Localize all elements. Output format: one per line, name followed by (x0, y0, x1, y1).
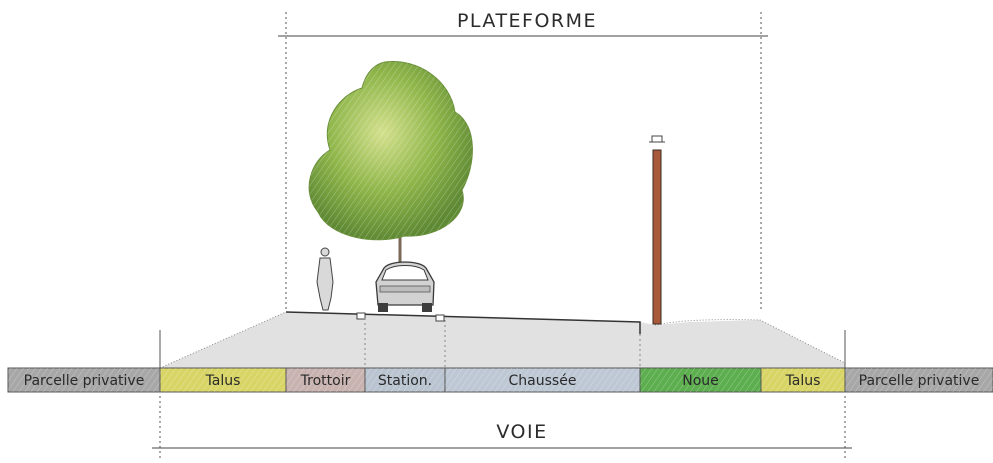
voie-dimension: VOIE (152, 396, 852, 460)
segment-4-texture (365, 368, 445, 392)
segment-1-label: Parcelle privative (24, 373, 145, 389)
segment-3-label: Trottoir (300, 373, 351, 389)
segment-4-label: Station. (378, 373, 432, 389)
segment-2-texture (160, 368, 286, 392)
segment-2-label: Talus (205, 373, 241, 389)
segment-3-texture (286, 368, 365, 392)
segment-1-texture (8, 368, 160, 392)
pedestrian-figure (316, 247, 334, 311)
segment-8-texture (845, 368, 993, 392)
curb (435, 314, 445, 322)
segment-band: Parcelle privative Talus Trottoir Station. C… (7, 367, 993, 393)
voie-label: VOIE (496, 421, 547, 443)
tree-illustration (308, 61, 473, 262)
segment-5-label: Chaussée (509, 373, 577, 389)
segment-7-texture (761, 368, 845, 392)
lamp-post (649, 135, 665, 325)
segment-5-texture (445, 368, 640, 392)
plateforme-label: PLATEFORME (457, 10, 597, 32)
segment-6-label: Noue (682, 373, 719, 389)
curb (356, 312, 366, 320)
segment-6-texture (640, 368, 761, 392)
segment-7-label: Talus (785, 373, 821, 389)
segment-8-label: Parcelle privative (859, 373, 980, 389)
ground-profile (159, 311, 846, 369)
car-illustration (375, 261, 435, 312)
plateforme-dimension: PLATEFORME (278, 10, 768, 312)
